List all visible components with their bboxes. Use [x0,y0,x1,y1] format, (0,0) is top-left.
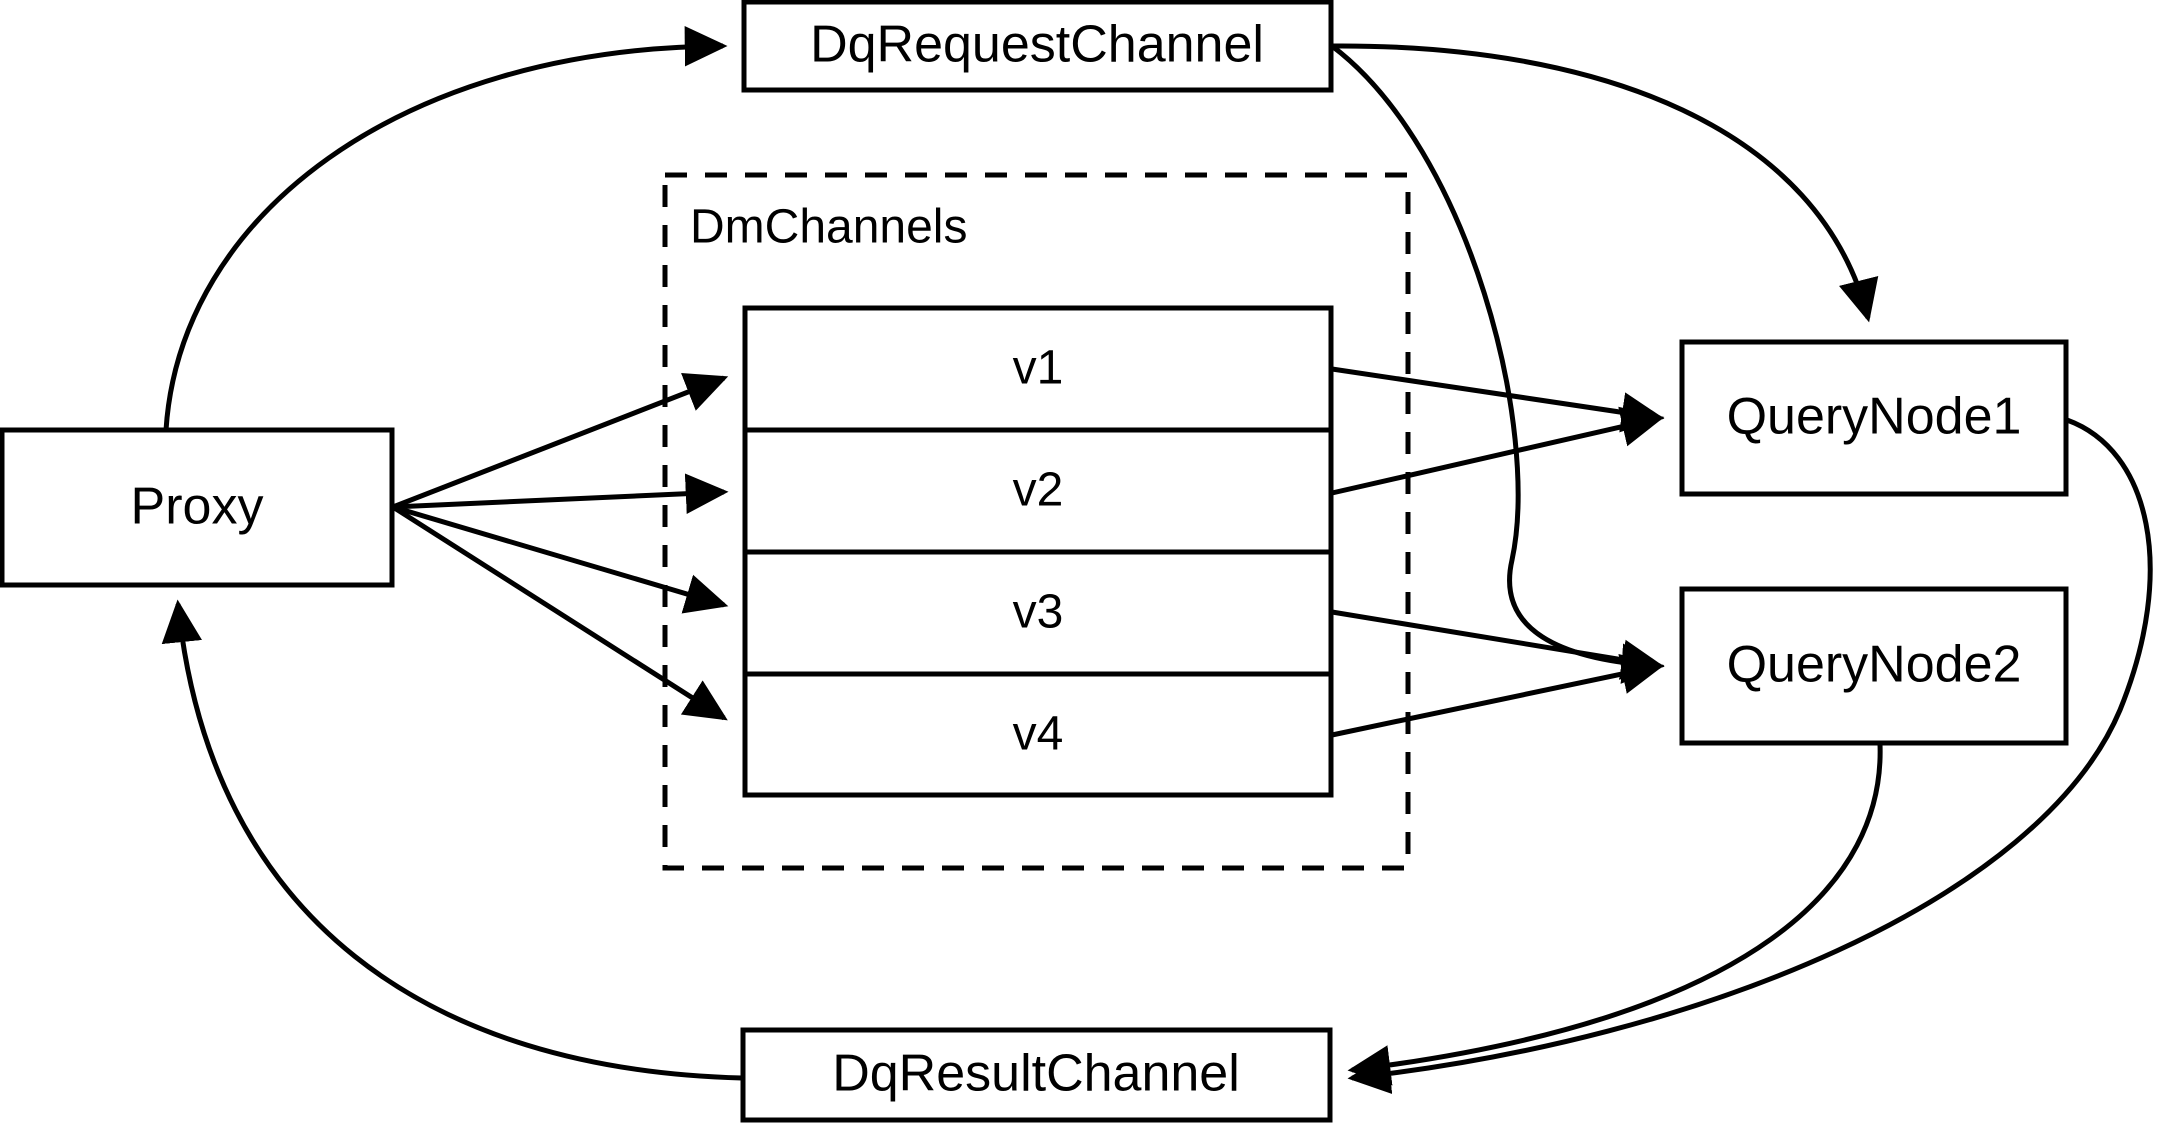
edge-proxy-to-v1 [392,373,729,510]
node-querynode1-label: QueryNode1 [1727,388,2022,446]
channel-row-v3: v3 [1013,586,1064,639]
node-dqresultchannel[interactable] [740,1027,1333,1123]
edge-v1-to-querynode1 [1331,366,1665,433]
node-querynode2[interactable] [1679,586,2069,746]
edge-proxy-to-v4 [391,504,728,721]
channel-row-v4: v4 [1013,708,1064,761]
node-querynode2-label: QueryNode2 [1727,636,2022,694]
edge-dqrequestchannel-to-querynode2 [1330,44,1665,684]
edge-dqrequestchannel-to-querynode1 [1331,43,1879,323]
edge-querynode2-to-dqresultchannel [1347,743,1883,1086]
edge-v3-to-querynode2 [1331,609,1665,680]
channel-row-v1: v1 [1013,342,1064,395]
edge-proxy-to-v3 [392,504,729,614]
edge-v4-to-querynode2 [1331,654,1665,738]
channel-row-v2: v2 [1013,464,1064,517]
node-dqresultchannel-label: DqResultChannel [832,1045,1240,1103]
node-dqrequestchannel-label: DqRequestChannel [810,16,1264,74]
edge-querynode1-to-dqresultchannel [1347,417,2153,1094]
dmchannels-group-label: DmChannels [690,201,967,254]
node-dqrequestchannel[interactable] [741,0,1334,93]
node-proxy[interactable] [0,427,395,588]
edge-proxy-to-dqrequestchannel [163,26,728,431]
node-querynode1[interactable] [1679,339,2069,497]
node-proxy-label: Proxy [131,478,264,536]
edge-dqresultchannel-to-proxy [161,599,743,1081]
edge-proxy-to-v2 [392,473,729,514]
dmchannels-group-border [662,172,1411,871]
edge-v2-to-querynode1 [1331,406,1665,496]
